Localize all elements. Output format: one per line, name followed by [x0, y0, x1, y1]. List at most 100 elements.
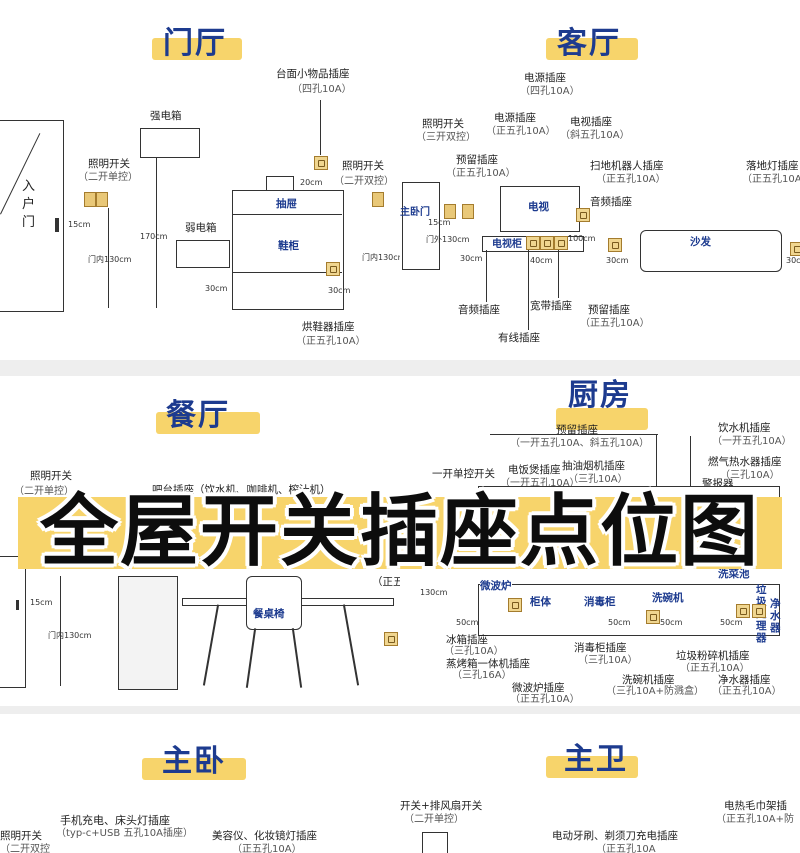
broadband-socket-label: 宽带插座: [530, 300, 572, 312]
kitchen-title: 厨房: [568, 378, 632, 413]
sofa: [640, 230, 782, 272]
master-bath-title-highlight: [546, 756, 638, 778]
gas-heater-spec: （三孔10A）: [720, 470, 780, 481]
sink-label: 洗菜池: [718, 568, 750, 581]
living-switch-icon: [444, 204, 456, 219]
living-dim-40: 40cm: [530, 256, 553, 265]
table-socket-label: 台面小物品插座: [276, 68, 350, 80]
foyer-dim-line: [108, 208, 109, 308]
fridge-socket-spec: （三孔10A）: [444, 646, 504, 657]
purifier-socket-label: 净水器插座: [718, 674, 771, 686]
phone-socket-label: 手机充电、床头灯插座: [60, 814, 170, 827]
purifier-socket-spec: （正五孔10A）: [712, 686, 782, 697]
door-handle: [55, 218, 59, 232]
entry-door-label: 入户门: [22, 179, 36, 230]
foyer-dim-30b: 30cm: [328, 286, 351, 295]
bedroom-light-label: 照明开关: [0, 830, 42, 842]
entry-door: [0, 120, 64, 312]
tv-cabinet-label: 电视柜: [492, 239, 522, 250]
living-power-socket2-label: 电源插座: [494, 112, 536, 124]
dining-chair-label: 餐桌椅: [253, 608, 285, 620]
foyer-switch-icon: [84, 192, 96, 207]
sterilizer-box-label: 消毒柜: [584, 596, 616, 608]
chair-leg-1: [245, 628, 256, 688]
kitchen-dim-130: 130cm: [420, 588, 448, 597]
floor-lamp-socket-spec: （正五孔10A: [742, 174, 800, 185]
dishwasher-socket-spec: （三孔10A+防溅盒）: [606, 686, 704, 697]
dining-title-highlight: [156, 412, 260, 434]
foyer-switch2-icon: [372, 192, 384, 207]
sofa-label: 沙发: [690, 236, 711, 248]
master-bedroom-title-highlight: [142, 758, 246, 780]
living-title-highlight: [546, 38, 638, 60]
kitchen-dim-50c: 50cm: [660, 618, 683, 627]
kitchen-dim-50b: 50cm: [608, 618, 631, 627]
kitchen-socket-icon-4: [752, 604, 766, 618]
dining-door: [0, 556, 26, 688]
foyer-light-switch-spec: （二开单控）: [78, 172, 138, 183]
kitchen-socket-icon-3: [736, 604, 750, 618]
kitchen-reserved-label: 预留插座: [556, 424, 598, 436]
beauty-socket-spec: （正五孔10A）: [232, 844, 302, 853]
dishwasher-socket-label: 洗碗机插座: [622, 674, 675, 686]
oven-socket-label: 蒸烤箱一体机插座: [446, 658, 530, 670]
dining-spec-tail: （正五: [372, 576, 400, 588]
shoe-cabinet-label: 鞋柜: [278, 240, 299, 252]
cabinet-top-decor: [266, 176, 294, 191]
shoe-dryer-label: 烘鞋器插座: [302, 321, 355, 333]
purifier-box-label: 净水器: [770, 598, 781, 634]
separator-2: [0, 706, 800, 714]
foyer-light-switch2-spec: （二开双控）: [334, 176, 394, 187]
dining-panel: 餐厅 照明开关 （二开单控） 吧台插座（饮水机、咖啡机、榨汁机） 智 降 座 （…: [0, 376, 400, 706]
water-purifier-spec: （一开五孔10A）: [712, 436, 792, 447]
toothbrush-socket-label: 电动牙刷、剃须刀充电插座: [552, 830, 678, 842]
living-dim-15: 15cm: [428, 218, 451, 227]
dishwasher-box-label: 洗碗机: [652, 592, 684, 604]
cable-socket-label: 有线插座: [498, 332, 540, 344]
towel-socket-spec: （正五孔10A+防: [716, 814, 794, 825]
living-power-socket-spec: （四孔10A）: [520, 86, 580, 97]
chair-leg-2: [291, 628, 302, 688]
floor-lamp-socket-label: 落地灯插座: [746, 160, 799, 172]
tv-socket-icon: [526, 236, 540, 250]
sterilizer-socket-label: 消毒柜插座: [574, 642, 627, 654]
main-title: 全屋开关插座点位图: [39, 487, 760, 577]
dining-socket-icon: [384, 632, 398, 646]
water-purifier-label: 饮水机插座: [718, 422, 771, 434]
living-power-socket-label: 电源插座: [524, 72, 566, 84]
tv-socket-icon-3: [554, 236, 568, 250]
foyer-title-highlight: [152, 38, 242, 60]
tv-socket-icon-2: [540, 236, 554, 250]
shoe-cabinet: [232, 190, 344, 310]
living-line-2: [528, 250, 529, 330]
table-leg-2: [342, 604, 359, 686]
foyer-switch-icon-2: [96, 192, 108, 207]
cabinet-divider: [232, 214, 342, 215]
bar-counter: [118, 576, 178, 690]
living-light-switch-spec: （三开双控）: [416, 132, 476, 143]
dining-light-switch-spec: （二开单控）: [14, 486, 74, 497]
table-socket-spec: （四孔10A）: [292, 84, 352, 95]
hood-label: 抽油烟机插座: [562, 460, 625, 472]
foyer-light-switch-label: 照明开关: [88, 158, 130, 170]
living-title: 客厅: [557, 26, 621, 61]
living-reserved2-spec: （正五孔10A）: [580, 318, 650, 329]
living-reserved-label: 预留插座: [456, 154, 498, 166]
tv-label: 电视: [528, 201, 549, 213]
rice-cooker-spec: （一开五孔10A）: [500, 478, 580, 489]
cabinet-divider-2: [232, 272, 342, 273]
living-dim-30c: 30cm: [786, 256, 800, 265]
oven-socket-spec: （三孔16A）: [452, 670, 512, 681]
beauty-socket-label: 美容仪、化妆镜灯插座: [212, 830, 317, 842]
foyer-dim-130: 门内130cm: [88, 255, 132, 264]
master-bedroom-title: 主卧: [162, 744, 226, 779]
kitchen-line-2: [490, 434, 658, 435]
dining-light-switch-label: 照明开关: [30, 470, 72, 482]
foyer-light-switch2-label: 照明开关: [342, 160, 384, 172]
foyer-panel: 门厅 入户门 照明开关 （二开单控） 15cm 门内130cm 强电箱 170c…: [0, 0, 400, 360]
robot-socket-icon: [608, 238, 622, 252]
master-bath-panel: 主卫 开关+排风扇开关 （二开单控） 电热毛巾架插 （正五孔10A+防 电动牙刷…: [400, 714, 800, 853]
living-audio-label: 音频插座: [590, 196, 632, 208]
table-leg-1: [202, 604, 219, 686]
dining-chair: [246, 576, 302, 630]
